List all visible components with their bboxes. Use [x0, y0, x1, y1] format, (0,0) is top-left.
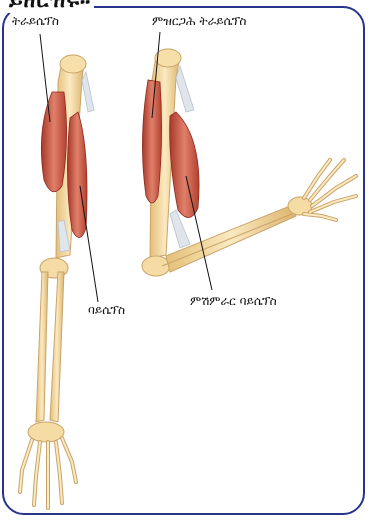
left-radius	[50, 272, 64, 422]
label-biceps-left: ባይሴፕስ	[88, 303, 125, 318]
left-arm	[20, 55, 94, 508]
label-biceps-contracted: ምሽምራር ባይሴፕስ	[190, 294, 277, 309]
right-arm	[142, 49, 356, 276]
right-biceps-muscle	[170, 112, 199, 218]
leader-biceps-left	[80, 186, 98, 302]
right-tendon-upper	[176, 66, 194, 112]
left-ulna	[36, 272, 48, 422]
left-biceps-muscle	[67, 112, 87, 238]
label-triceps-contracted: ምዝርጋሕ ትራይሴፕስ	[152, 14, 246, 29]
label-triceps-left: ትራይሴፕስ	[12, 14, 59, 29]
leader-triceps-left	[40, 34, 50, 122]
right-triceps-muscle	[142, 80, 161, 203]
left-triceps-muscle	[41, 92, 66, 192]
left-tendon-upper	[82, 72, 94, 112]
